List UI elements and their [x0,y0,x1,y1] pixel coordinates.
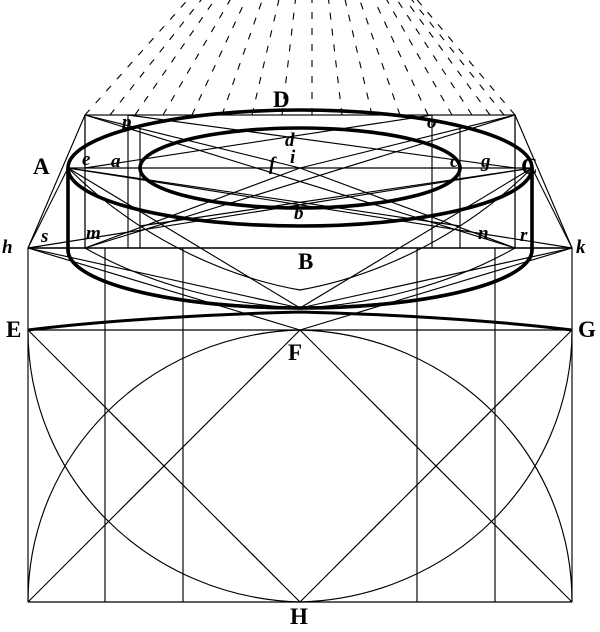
label-s: s [41,226,49,247]
label-p: p [122,112,132,133]
label-i: i [290,147,296,168]
label-d: d [285,130,295,151]
base-square-top-edge-accent [27,310,573,332]
label-G: G [578,317,596,342]
label-e: e [82,149,91,170]
label-g: g [481,151,491,172]
label-c: c [450,151,459,172]
label-k: k [576,237,586,258]
label-F: F [288,340,303,365]
label-f: f [269,154,276,175]
label-b: b [294,203,304,224]
label-C: C [521,154,538,179]
label-o: o [427,112,437,133]
label-h: h [2,237,13,258]
label-H: H [290,604,308,629]
label-n: n [478,223,489,244]
label-B: B [298,249,314,274]
label-A: A [33,154,50,179]
label-m: m [86,223,101,244]
label-a: a [111,151,121,172]
label-D: D [273,87,290,112]
label-E: E [6,317,22,342]
vanishing-ray-group [84,0,516,116]
label-r: r [520,225,528,246]
cylinder-bottom-arc-accent [66,249,534,310]
